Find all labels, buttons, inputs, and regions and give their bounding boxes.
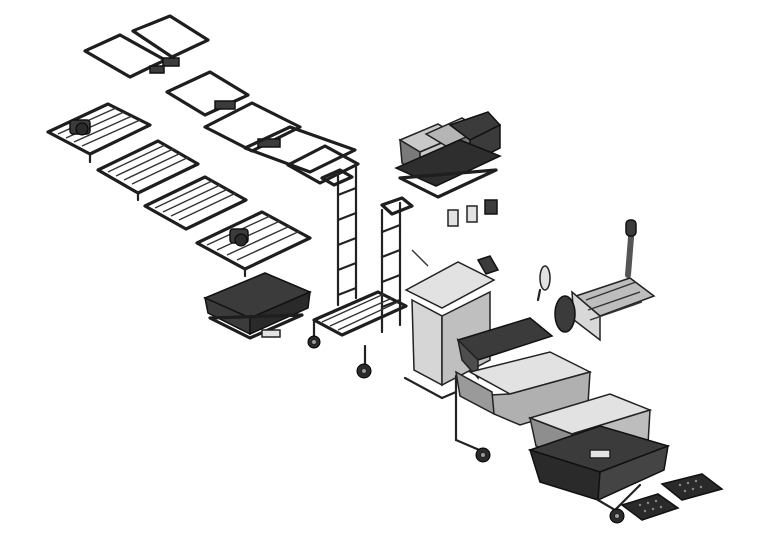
lower-bucket-cart bbox=[527, 393, 671, 524]
slatted-shelf bbox=[96, 139, 200, 202]
dark-tray bbox=[203, 272, 312, 340]
cart-frame bbox=[243, 125, 414, 379]
frame-mid-2 bbox=[203, 101, 302, 153]
slatted-shelf-2 bbox=[143, 175, 248, 231]
frame-top-2 bbox=[131, 14, 210, 67]
grid-shelf-with-wheel bbox=[46, 102, 152, 164]
mop-wringer bbox=[536, 219, 656, 342]
grid-shelf-lower bbox=[195, 210, 312, 278]
floor-mats bbox=[620, 473, 724, 521]
frame-mid-1 bbox=[165, 70, 250, 117]
bucket-tray bbox=[394, 111, 502, 227]
